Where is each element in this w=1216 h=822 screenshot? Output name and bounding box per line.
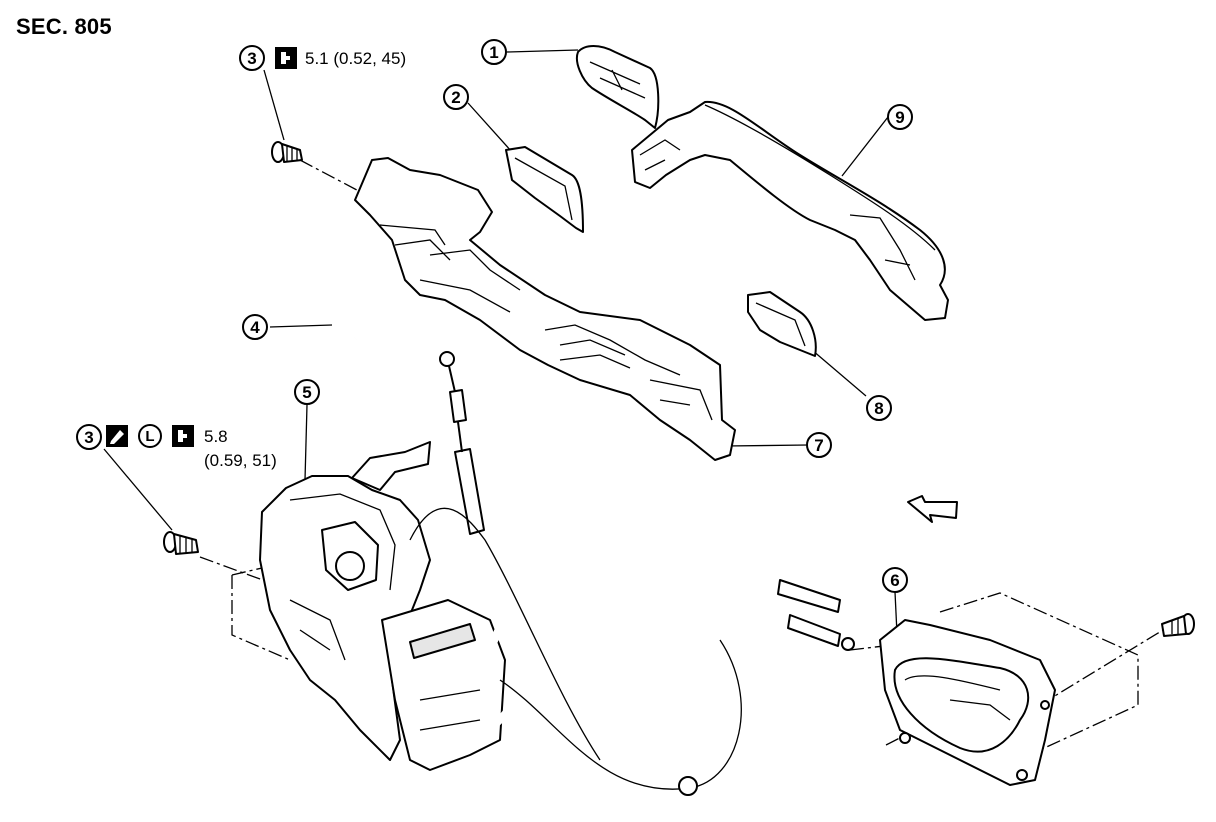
screw-right bbox=[1161, 613, 1195, 637]
callout-1: 1 bbox=[481, 39, 507, 65]
callout-6: 6 bbox=[882, 567, 908, 593]
part-7-handle-bracket bbox=[354, 157, 736, 461]
torque-spec-lower-units: (0.59, 51) bbox=[204, 451, 277, 470]
screw-lower bbox=[163, 531, 199, 555]
lock-rod-cable bbox=[439, 351, 485, 535]
part-1-handle-escutcheon bbox=[576, 45, 660, 129]
torque-wrench-icon-lower bbox=[172, 425, 194, 447]
part-6-inside-handle bbox=[879, 619, 1056, 786]
part-8-gasket bbox=[747, 291, 817, 357]
part-4-rod bbox=[332, 290, 404, 410]
torque-spec-lower-value: 5.8 bbox=[204, 427, 228, 446]
callout-8: 8 bbox=[866, 395, 892, 421]
section-title: SEC. 805 bbox=[16, 14, 112, 39]
leader-lines bbox=[103, 49, 898, 635]
callout-5: 5 bbox=[294, 379, 320, 405]
callout-4: 4 bbox=[242, 314, 268, 340]
part-2-gasket bbox=[505, 146, 584, 233]
front-arrow-icon bbox=[907, 495, 958, 523]
callout-3-lower: 3 bbox=[76, 424, 102, 450]
sealant-icon bbox=[106, 425, 128, 447]
cables bbox=[409, 470, 855, 796]
grease-L-icon: L bbox=[138, 424, 162, 448]
callout-9: 9 bbox=[887, 104, 913, 130]
callout-2: 2 bbox=[443, 84, 469, 110]
torque-spec-upper: 5.1 (0.52, 45) bbox=[305, 49, 407, 68]
screw-upper bbox=[271, 141, 303, 163]
part-5-door-lock bbox=[259, 441, 506, 771]
part-9-outside-handle bbox=[631, 100, 949, 321]
callout-3-upper: 3 bbox=[239, 45, 265, 71]
torque-wrench-icon-upper bbox=[275, 47, 297, 69]
callout-7: 7 bbox=[806, 432, 832, 458]
